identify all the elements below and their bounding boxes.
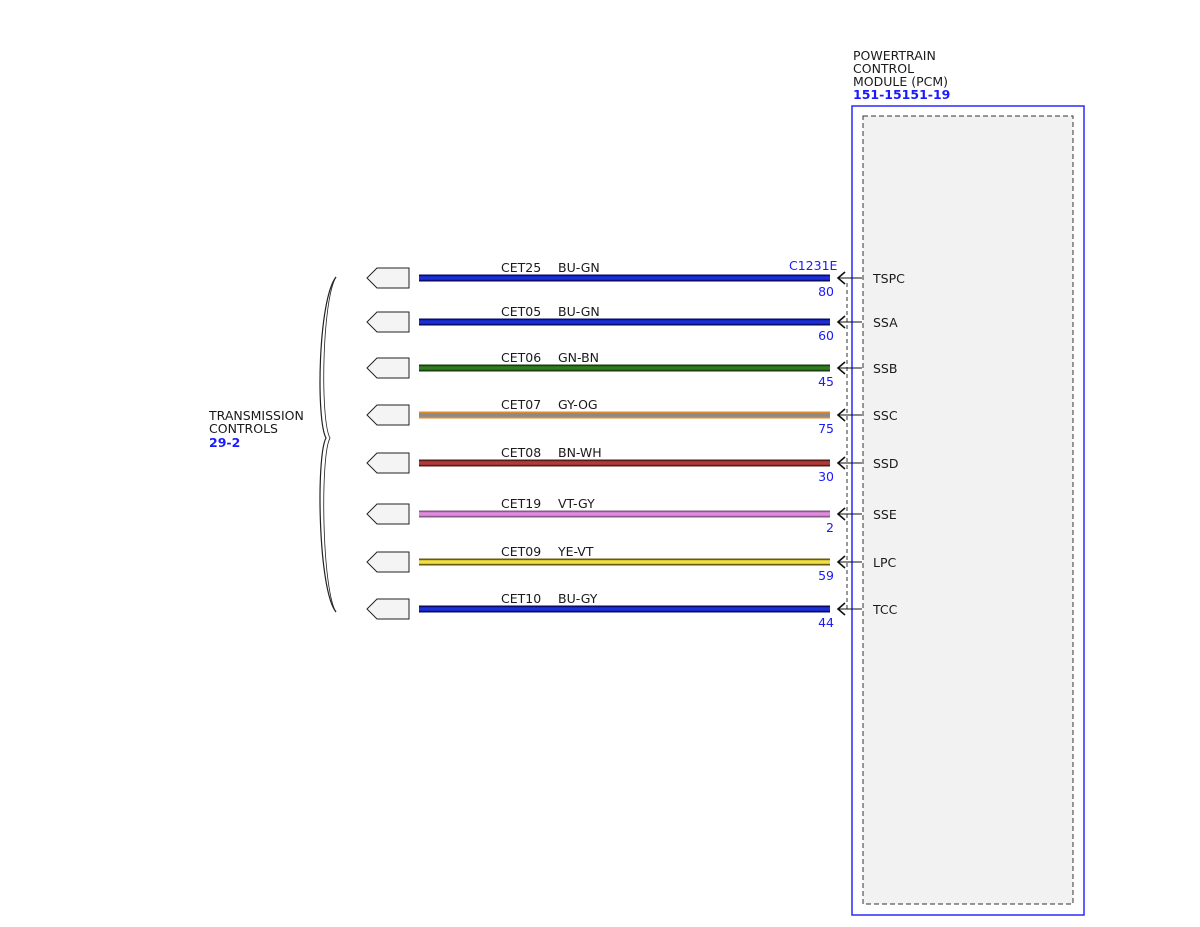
- connector-id[interactable]: C1231E: [789, 258, 838, 273]
- pin-number: 2: [826, 520, 834, 535]
- pcm-ref-link[interactable]: 151-15151-19: [853, 87, 950, 102]
- pin-number: 80: [818, 284, 834, 299]
- wire-color-code: BU-GN: [558, 260, 600, 275]
- terminal-connector-icon[interactable]: [366, 267, 410, 289]
- wire-color-code: BN-WH: [558, 445, 602, 460]
- terminal-connector-icon[interactable]: [366, 503, 410, 525]
- wire-color-code: BU-GY: [558, 591, 598, 606]
- circuit-id: CET10: [501, 591, 541, 606]
- signal-name: SSC: [873, 408, 898, 423]
- wire-fill: [419, 366, 830, 370]
- terminal-connector-icon[interactable]: [366, 357, 410, 379]
- signal-name: SSA: [873, 315, 898, 330]
- signal-name: SSD: [873, 456, 899, 471]
- wire-fill: [419, 512, 830, 516]
- pin-number: 75: [818, 421, 834, 436]
- terminal-connector-icon[interactable]: [366, 452, 410, 474]
- circuit-id: CET19: [501, 496, 541, 511]
- circuit-row[interactable]: CET06 GN-BN 45 SSB: [366, 350, 897, 389]
- circuit-row[interactable]: CET09 YE-VT 59 LPC: [366, 544, 897, 583]
- terminal-connector-icon[interactable]: [366, 404, 410, 426]
- wire-color-code: VT-GY: [558, 496, 595, 511]
- pcm-title-line-1: POWERTRAIN: [853, 48, 936, 63]
- circuit-id: CET06: [501, 350, 541, 365]
- pin-number: 59: [818, 568, 834, 583]
- circuit-row[interactable]: CET08 BN-WH 30 SSD: [366, 445, 899, 484]
- wire-color-code: GY-OG: [558, 397, 598, 412]
- pin-number: 60: [818, 328, 834, 343]
- wire-color-code: BU-GN: [558, 304, 600, 319]
- pcm-title-line-2: CONTROL: [853, 61, 914, 76]
- wire-color-code: GN-BN: [558, 350, 599, 365]
- pin-number: 45: [818, 374, 834, 389]
- signal-name: LPC: [873, 555, 897, 570]
- circuit-id: CET07: [501, 397, 541, 412]
- circuit-row[interactable]: CET05 BU-GN 60 SSA: [366, 304, 898, 343]
- transmission-title-line-1: TRANSMISSION: [208, 408, 304, 423]
- transmission-controls-group[interactable]: TRANSMISSION CONTROLS 29-2: [208, 276, 337, 613]
- transmission-ref-link[interactable]: 29-2: [209, 435, 240, 450]
- terminal-connector-icon[interactable]: [366, 551, 410, 573]
- circuit-id: CET09: [501, 544, 541, 559]
- terminal-connector-icon[interactable]: [366, 598, 410, 620]
- signal-name: SSE: [873, 507, 897, 522]
- circuit-row[interactable]: CET25 BU-GN 80 TSPC: [366, 260, 905, 299]
- circuit-id: CET25: [501, 260, 541, 275]
- circuit-row[interactable]: CET10 BU-GY 44 TCC: [366, 591, 898, 630]
- wire-fill: [419, 560, 830, 564]
- pcm-inner-box: [862, 115, 1074, 905]
- wire-fill: [419, 276, 830, 280]
- signal-name: TCC: [872, 602, 898, 617]
- signal-name: TSPC: [872, 271, 905, 286]
- circuit-id: CET08: [501, 445, 541, 460]
- transmission-title-line-2: CONTROLS: [209, 421, 278, 436]
- wire-fill: [419, 461, 830, 465]
- wire-fill: [419, 320, 830, 324]
- wire-fill: [419, 607, 830, 611]
- brace-bracket-inner: [323, 276, 337, 613]
- circuit-id: CET05: [501, 304, 541, 319]
- wire-fill: [419, 413, 830, 417]
- brace-bracket: [319, 276, 337, 613]
- signal-name: SSB: [873, 361, 897, 376]
- pin-number: 44: [818, 615, 834, 630]
- circuit-row[interactable]: CET07 GY-OG 75 SSC: [366, 397, 898, 436]
- wire-color-code: YE-VT: [557, 544, 594, 559]
- pin-number: 30: [818, 469, 834, 484]
- circuit-row[interactable]: CET19 VT-GY 2 SSE: [366, 496, 897, 535]
- pcm-module[interactable]: POWERTRAIN CONTROL MODULE (PCM) 151-1515…: [851, 48, 1085, 916]
- pcm-title-line-3: MODULE (PCM): [853, 74, 948, 89]
- terminal-connector-icon[interactable]: [366, 311, 410, 333]
